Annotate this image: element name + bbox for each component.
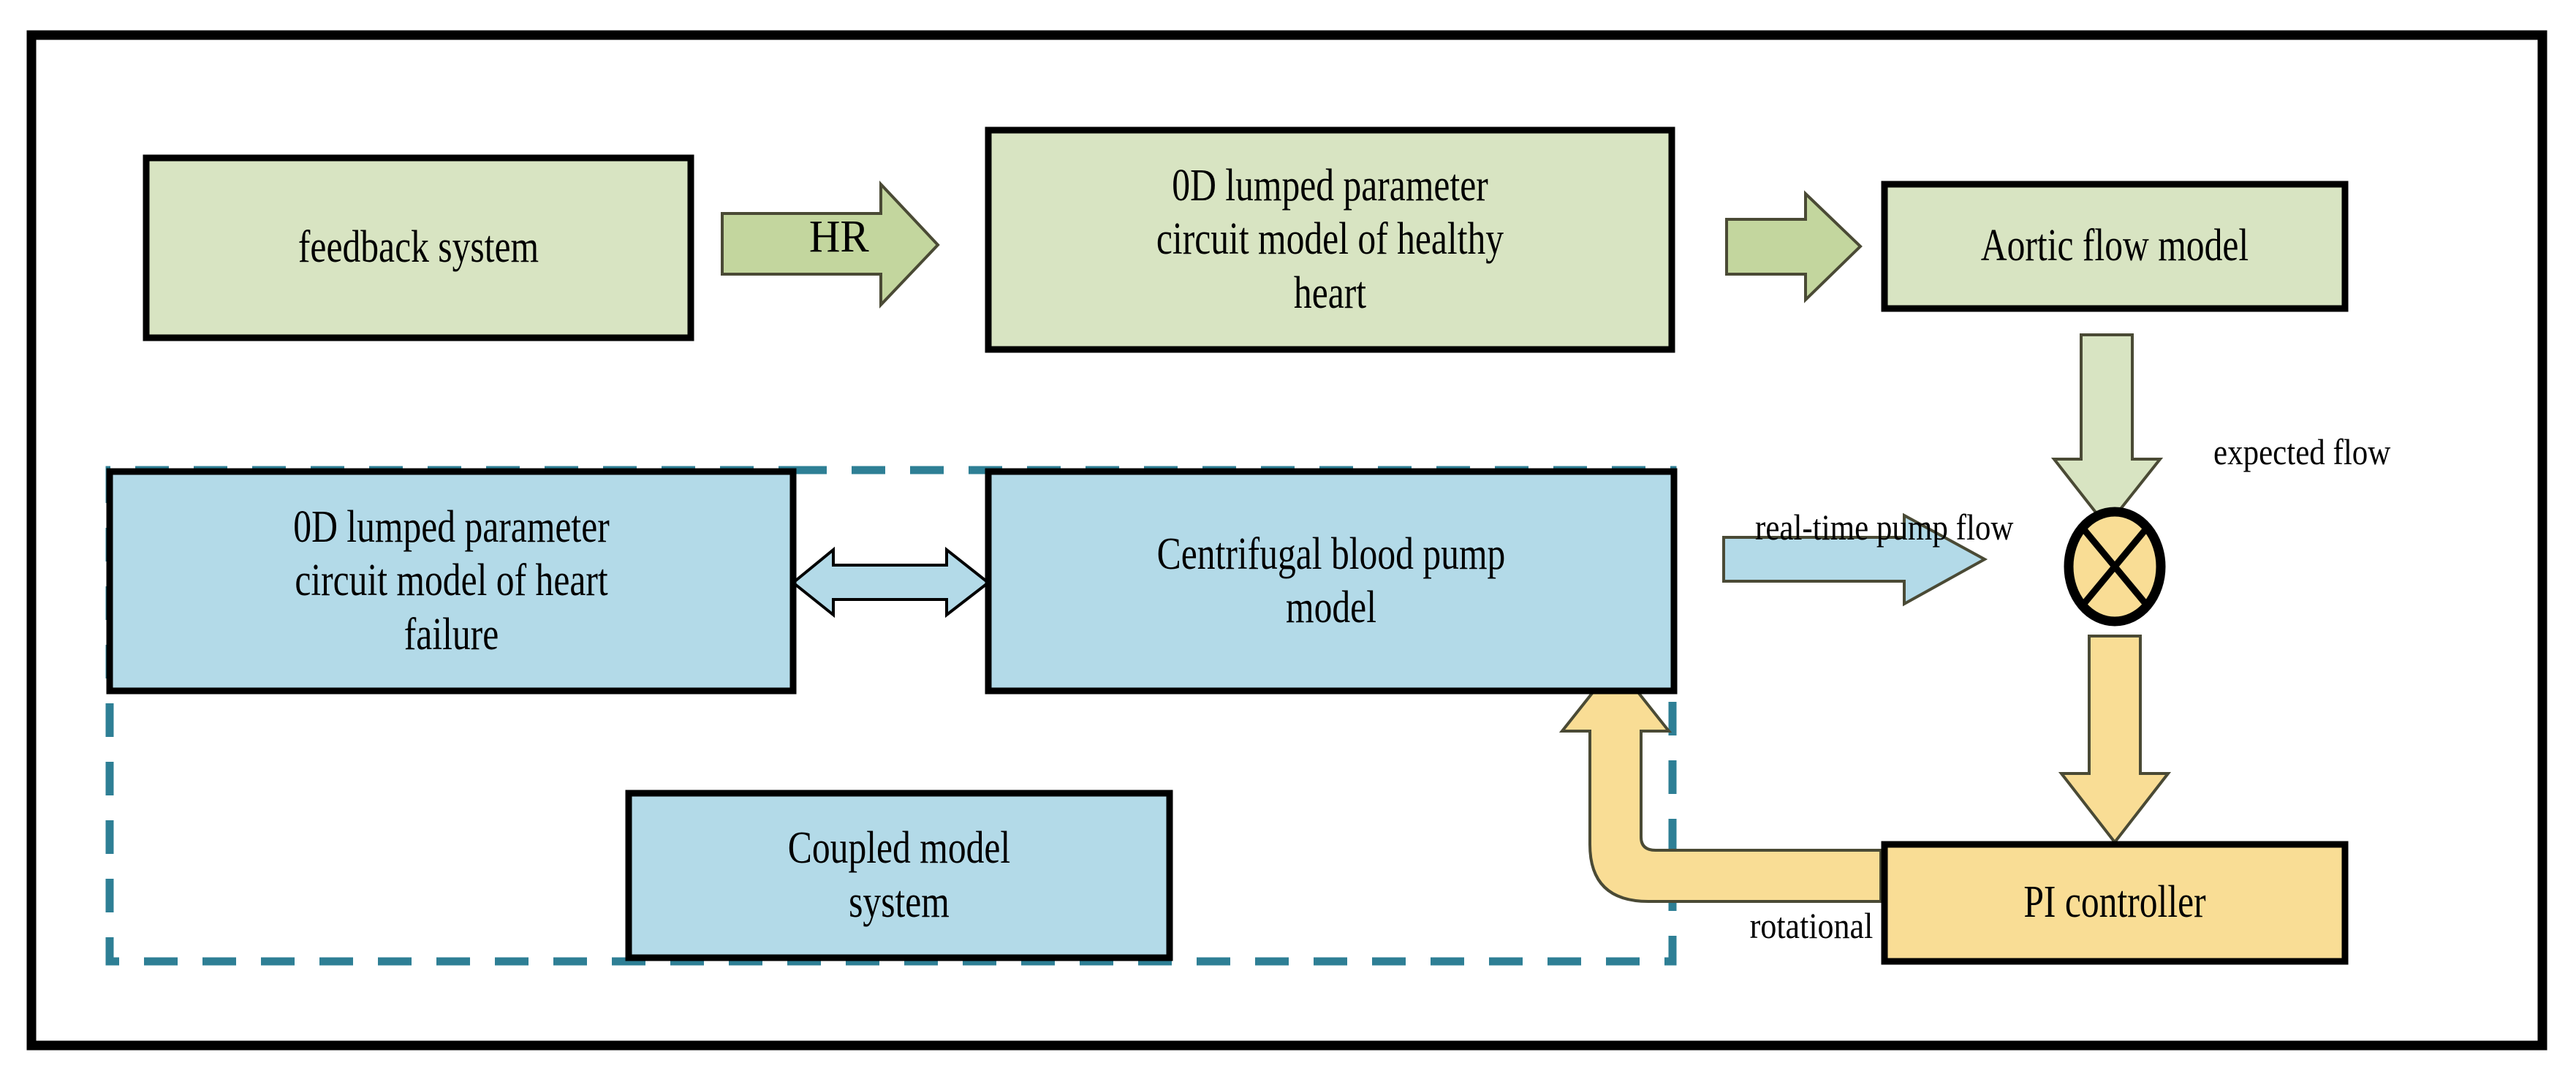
error-signal-arrow — [2058, 635, 2172, 845]
heart-failure-line-1: 0D lumped parameter — [293, 502, 610, 553]
pi-controller-box[interactable] — [1881, 841, 2349, 965]
rotational-speed-arrow — [1558, 661, 1882, 903]
healthy-heart-line-2: circuit model of healthy — [1156, 214, 1504, 265]
aortic-flow-model-label: Aortic flow model — [1931, 184, 2299, 309]
real-time-pump-flow-label: real-time pump flow — [1724, 463, 2013, 592]
pump-flow-arrow — [1722, 512, 1988, 607]
feedback-system-box[interactable] — [143, 154, 694, 341]
heart-to-aortic-arrow — [1725, 190, 1863, 303]
feedback-system-label: feedback system — [201, 158, 637, 338]
hr-arrow — [721, 180, 940, 309]
centrifugal-pump-model-box[interactable] — [985, 468, 1678, 695]
centrifugal-line-2: model — [1286, 583, 1376, 632]
centrifugal-line-1: Centrifugal blood pump — [1156, 529, 1506, 579]
aortic-flow-model-box[interactable] — [1881, 181, 2349, 312]
heart-failure-line-2: circuit model of heart — [295, 556, 608, 606]
centrifugal-pump-model-label: Centrifugal blood pump model — [1057, 472, 1605, 691]
summing-junction — [2064, 507, 2166, 627]
rotational-speed-line-1: rotational — [1749, 905, 1874, 946]
healthy-heart-line-1: 0D lumped parameter — [1172, 161, 1488, 211]
heart-failure-line-3: failure — [404, 609, 499, 659]
rotational-speed-label: rotational speed — [1685, 775, 1890, 1082]
pi-controller-text: PI controller — [2023, 877, 2206, 928]
pi-controller-label: PI controller — [1931, 844, 2299, 961]
healthy-heart-line-3: heart — [1293, 268, 1367, 318]
healthy-heart-model-label: 0D lumped parameter circuit model of hea… — [1057, 130, 1604, 349]
expected-flow-label: expected flow — [2182, 387, 2390, 517]
hr-text: HR — [808, 212, 869, 262]
coupled-model-system-label: Coupled model system — [683, 793, 1115, 958]
heart-failure-model-label: 0D lumped parameter circuit model of hea… — [178, 472, 725, 691]
rotational-speed-line-1-wrap: rotational — [1697, 861, 1877, 991]
expected-flow-arrow — [2050, 333, 2164, 529]
outer-border — [26, 30, 2547, 1051]
aortic-flow-model-text: Aortic flow model — [1980, 221, 2249, 271]
feedback-system-text: feedback system — [298, 222, 539, 273]
summing-junction-cross-line-2 — [2080, 526, 2150, 608]
expected-flow-text: expected flow — [2213, 431, 2391, 472]
healthy-heart-model-box[interactable] — [985, 126, 1675, 353]
coupled-model-system-box[interactable] — [625, 790, 1173, 961]
coupled-line-1: Coupled model — [787, 823, 1011, 874]
real-time-pump-flow-text: real-time pump flow — [1755, 507, 2014, 548]
heart-failure-model-box[interactable] — [106, 468, 797, 695]
coupling-bidirectional-arrow — [790, 546, 991, 618]
coupled-line-2: system — [849, 877, 950, 927]
hr-label: HR — [766, 157, 869, 317]
